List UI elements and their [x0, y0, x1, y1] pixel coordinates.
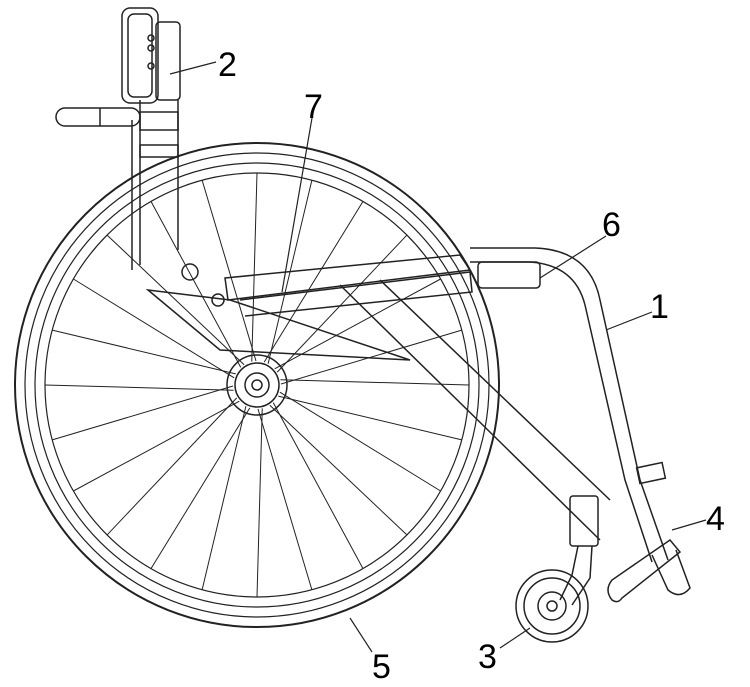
label-5: 5 [372, 648, 391, 686]
spoke [267, 180, 313, 364]
push-handle [55, 107, 141, 127]
spoke [150, 407, 251, 569]
label-6: 6 [602, 206, 621, 244]
spoke [269, 404, 408, 536]
leader-line-5 [349, 617, 373, 653]
spoke [280, 329, 462, 385]
spoke [278, 395, 462, 441]
spoke [274, 278, 441, 370]
spoke [44, 384, 234, 391]
spoke [280, 379, 470, 386]
wheel-hub [226, 354, 288, 416]
spoke [256, 408, 263, 598]
spoke [272, 402, 364, 569]
label-2: 2 [218, 46, 237, 84]
spoke [279, 391, 441, 492]
caster-assembly [515, 495, 599, 643]
spoke [106, 234, 245, 366]
seat-rail [145, 254, 541, 361]
spoke [251, 172, 258, 362]
spoke [263, 201, 364, 363]
leader-line-6 [539, 235, 607, 279]
drive-wheel [14, 142, 500, 628]
spoke [73, 278, 235, 379]
spoke [106, 397, 238, 536]
front-frame-tube [339, 247, 669, 563]
leader-line-3 [499, 627, 531, 649]
spoke [201, 180, 257, 362]
label-1: 1 [650, 288, 669, 326]
backrest-post [121, 7, 181, 270]
label-7: 7 [304, 88, 323, 126]
leader-line-2 [169, 61, 217, 75]
spoke [257, 408, 313, 590]
spoke [276, 234, 408, 373]
spoke [73, 400, 240, 492]
spoke [52, 385, 234, 441]
leader-line-4 [671, 519, 707, 531]
label-4: 4 [706, 500, 725, 538]
spoke [52, 329, 236, 375]
leader-lines [169, 61, 707, 653]
leader-line-7 [281, 117, 313, 293]
leader-line-1 [605, 311, 653, 331]
spoke [201, 406, 247, 590]
wheel-spokes [44, 172, 470, 598]
label-3: 3 [478, 638, 497, 676]
footrest [607, 538, 691, 603]
spoke [150, 201, 242, 368]
